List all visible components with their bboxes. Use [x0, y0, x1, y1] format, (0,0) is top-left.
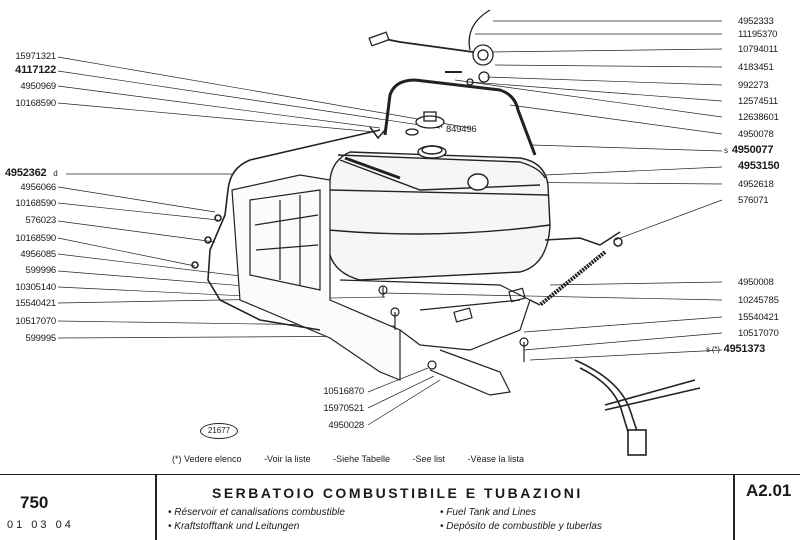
- part-number-849496: 849496: [446, 124, 477, 135]
- legend-spanish: -Vèase la lista: [467, 454, 525, 464]
- part-number-4950028: 4950028: [328, 420, 364, 431]
- title-block: 750 01 03 04 SERBATOIO COMBUSTIBILE E TU…: [0, 474, 800, 540]
- s-marker: s: [724, 146, 728, 155]
- part-number-4950969: 4950969: [20, 81, 56, 92]
- part-number-599995: 599995: [25, 333, 56, 344]
- model-number: 750: [20, 493, 49, 512]
- filler-cap: [405, 111, 445, 136]
- part-number-10517070: 10517070: [15, 316, 56, 327]
- part-number-992273: 992273: [738, 80, 769, 91]
- leader-lines-bottom: [367, 367, 441, 426]
- part-number-4956085: 4956085: [20, 249, 56, 260]
- part-number-4183451: 4183451: [738, 62, 774, 73]
- legend-english: -See list: [412, 454, 446, 464]
- part-number-12638601: 12638601: [738, 112, 779, 123]
- page-title: SERBATOIO COMBUSTIBILE E TUBAZIONI: [212, 485, 583, 501]
- part-number-4952362: 4952362 d: [5, 167, 58, 179]
- leader-lines-right: [382, 20, 723, 361]
- divider: [155, 475, 157, 540]
- part-number-4117122: 4117122: [15, 64, 56, 76]
- part-number-15971321: 15971321: [15, 51, 56, 62]
- part-number-4951373: s (*)4951373: [706, 343, 766, 355]
- tank-cradle: [231, 174, 531, 396]
- section-code: A2.01: [746, 481, 792, 500]
- s-star-marker: s (*): [706, 345, 720, 354]
- tank-strap: [383, 78, 537, 156]
- title-german: • Kraftstofftank und Leitungen: [168, 521, 300, 532]
- legend-french: -Voir la liste: [264, 454, 311, 464]
- fuel-line-left: [191, 126, 386, 331]
- part-number-599996: 599996: [25, 265, 56, 276]
- part-number-11195370: 11195370: [738, 29, 778, 40]
- part-number-10794011: 10794011: [738, 44, 778, 55]
- title-english: • Fuel Tank and Lines: [440, 507, 536, 518]
- legend-italian: (*) Vedere elenco: [172, 454, 242, 464]
- part-number-10517070: 10517070: [738, 328, 779, 339]
- fuel-hose-right: [529, 231, 623, 307]
- part-number-12574511: 12574511: [738, 96, 778, 107]
- legend-see-list: (*) Vedere elenco -Voir la liste -Siehe …: [172, 454, 544, 464]
- part-number-4950008: 4950008: [738, 277, 774, 288]
- figure-number: 21677: [200, 423, 238, 439]
- part-number-10168590: 10168590: [15, 233, 56, 244]
- part-number-15540421: 15540421: [15, 298, 56, 309]
- filler-neck: [574, 359, 701, 456]
- part-number-10516870: 10516870: [323, 386, 364, 397]
- part-number-10168590: 10168590: [15, 198, 56, 209]
- part-number-4956066: 4956066: [20, 182, 56, 193]
- divider: [733, 475, 735, 540]
- part-number-15970521: 15970521: [323, 403, 364, 414]
- title-spanish: • Depósito de combustible y tuberlas: [440, 521, 602, 532]
- part-number-576071: 576071: [738, 195, 769, 206]
- part-number-4952333: 4952333: [738, 16, 774, 27]
- part-number-4952618: 4952618: [738, 179, 774, 190]
- part-number-10305140: 10305140: [15, 282, 56, 293]
- part-number-10168590: 10168590: [15, 98, 56, 109]
- revision-date: 01 03 04: [7, 519, 74, 531]
- part-number-4953150: 4953150: [738, 160, 780, 172]
- fuel-sender: [368, 9, 494, 86]
- part-number-10245785: 10245785: [738, 295, 779, 306]
- fuel-tank-exploded-diagram: [57, 9, 723, 456]
- part-number-4950078: 4950078: [738, 129, 774, 140]
- legend-german: -Siehe Tabelle: [333, 454, 390, 464]
- part-number-15540421: 15540421: [738, 312, 779, 323]
- bolts: [378, 285, 529, 370]
- title-french: • Réservoir et canalisations combustible: [168, 507, 345, 518]
- part-number-576023: 576023: [25, 215, 56, 226]
- d-marker: d: [53, 169, 58, 178]
- fuel-tank: [327, 145, 551, 281]
